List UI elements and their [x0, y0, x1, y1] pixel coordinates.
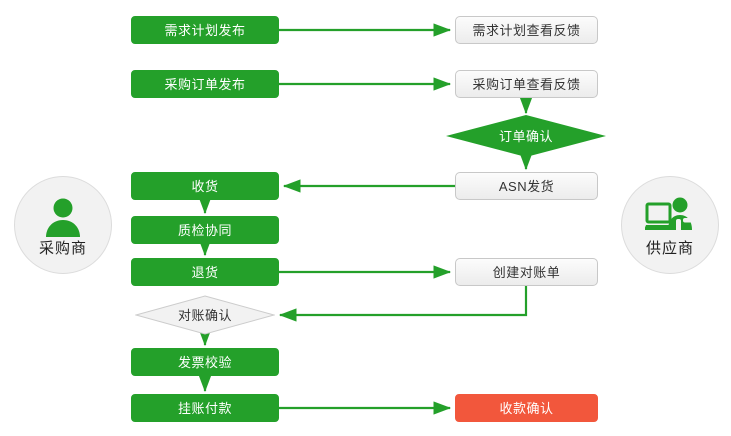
node-statement-confirm-label: 对账确认	[177, 307, 232, 323]
node-po-publish[interactable]: 采购订单发布	[131, 70, 279, 98]
node-receive-goods[interactable]: 收货	[131, 172, 279, 200]
node-order-confirm[interactable]: 订单确认	[446, 115, 606, 157]
actor-supplier: 供应商	[621, 176, 719, 274]
node-receipt-confirm[interactable]: 收款确认	[455, 394, 598, 422]
actor-supplier-label: 供应商	[645, 239, 694, 257]
diamond-shape-order-confirm	[446, 115, 606, 157]
actor-buyer-label: 采购商	[38, 239, 87, 257]
node-create-statement[interactable]: 创建对账单	[455, 258, 598, 286]
node-demand-plan-publish[interactable]: 需求计划发布	[131, 16, 279, 44]
actor-buyer: 采购商	[14, 176, 112, 274]
node-invoice-check[interactable]: 发票校验	[131, 348, 279, 376]
node-demand-plan-feedback[interactable]: 需求计划查看反馈	[455, 16, 598, 44]
node-qc-collab[interactable]: 质检协同	[131, 216, 279, 244]
edge-statement-to-confirm	[278, 286, 528, 322]
person-icon	[37, 195, 89, 239]
node-return-goods[interactable]: 退货	[131, 258, 279, 286]
node-po-feedback[interactable]: 采购订单查看反馈	[455, 70, 598, 98]
node-order-confirm-label: 订单确认	[498, 128, 553, 144]
node-statement-confirm[interactable]: 对账确认	[135, 295, 275, 335]
node-asn-ship[interactable]: ASN发货	[455, 172, 598, 200]
node-payable-payment[interactable]: 挂账付款	[131, 394, 279, 422]
person-at-computer-icon	[644, 195, 696, 239]
